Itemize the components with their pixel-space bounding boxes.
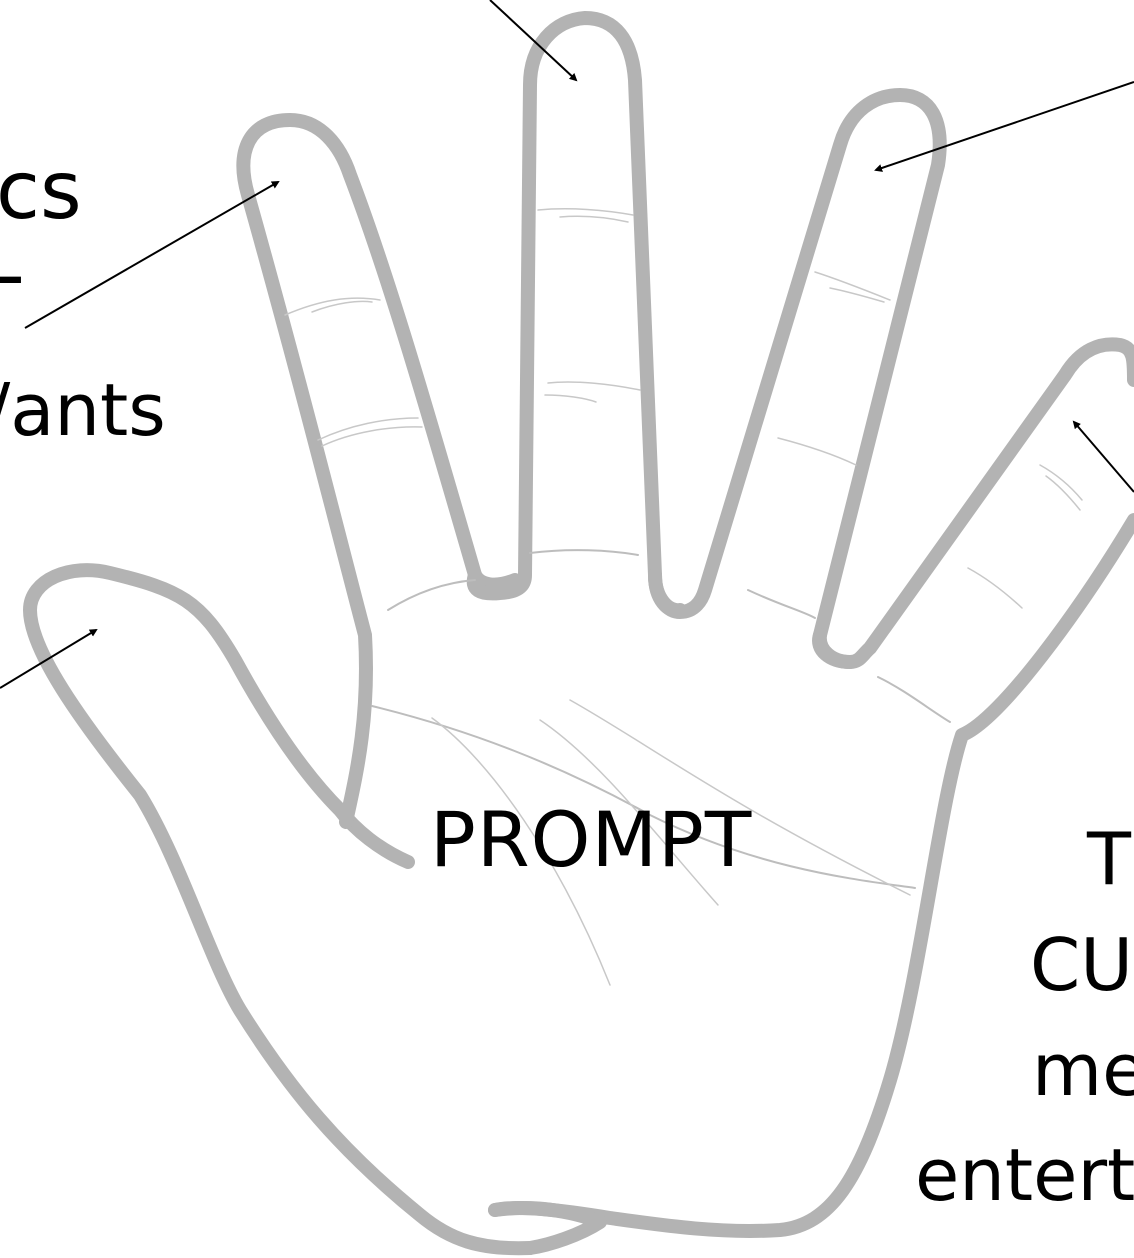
left-label-line1: cs [0, 144, 82, 237]
left-label-line3: /ants [0, 368, 166, 452]
right-label-line4: entert [915, 1133, 1134, 1217]
right-label-line3: me [1032, 1028, 1134, 1112]
ring-finger-outline [655, 95, 940, 662]
left-label-line2: - [0, 228, 25, 321]
thumb-outline [30, 570, 530, 1248]
arrow-pinky-finger [1074, 422, 1134, 492]
hand-outline [30, 18, 1134, 1248]
arrow-thumb [0, 630, 96, 688]
index-finger-outline [243, 120, 515, 822]
middle-finger-outline [474, 18, 680, 610]
palm-label: PROMPT [430, 795, 752, 884]
right-label-line2: CU [1030, 923, 1133, 1007]
right-label-line1: T [1086, 817, 1132, 901]
pinky-finger-outline [820, 344, 1134, 662]
